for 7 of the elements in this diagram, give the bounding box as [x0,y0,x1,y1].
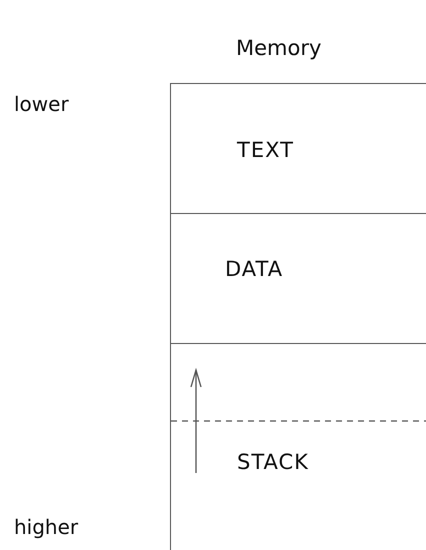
segment-label: STACK [237,450,309,474]
memory-segment [170,83,426,214]
segment-label: DATA [225,257,284,281]
address-label: lower [14,92,69,116]
segment-label: TEXT [237,138,294,162]
address-label: higher [14,515,78,539]
diagram-title: Memory [236,36,322,60]
